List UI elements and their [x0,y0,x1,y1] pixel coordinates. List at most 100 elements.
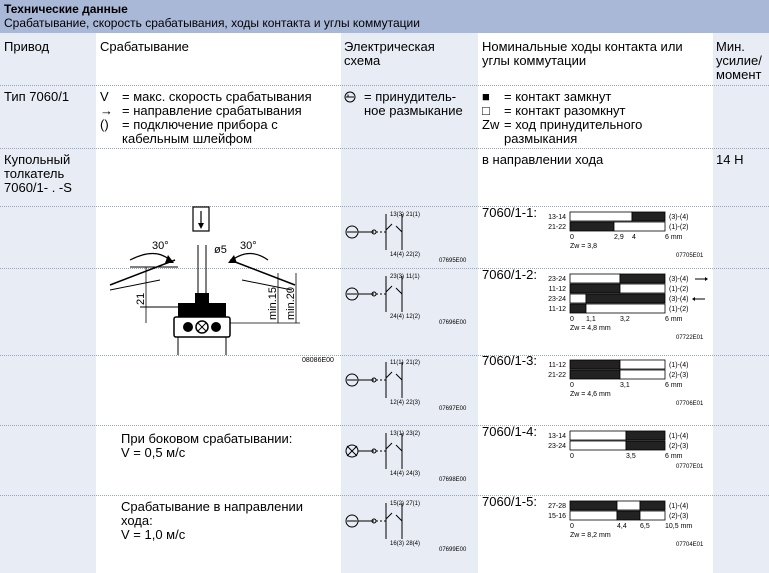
plunger-drawing: 30° 30° ø5 21 min.15 min.20 08086E00 [109,206,334,364]
divider [96,33,97,573]
closed-segment [639,500,666,511]
row-label: 15-16 [548,513,566,520]
terminal-label: 27(1) [406,501,420,507]
row-connection: (3)-(4) [669,214,688,221]
scheme-code: 07695E00 [439,258,467,264]
row-connection: (2)-(3) [669,513,688,520]
row-divider [0,355,769,356]
axis-tick: 6 mm [665,453,683,460]
switch-scheme: 23(3)11(1)24(4)12(2)07696E00 [345,274,467,326]
closed-segment [616,510,641,521]
axis-tick: 3,5 [626,453,636,460]
terminal-label: 21(1) [406,212,420,218]
open-segment [619,283,666,294]
terminal-label: 28(4) [406,541,420,547]
axis-tick: 0 [570,316,574,323]
row-connection: (3)-(4) [669,276,688,283]
zw-value: Zw = 8,2 mm [570,532,611,539]
legend-list: V= макс. скорость срабатывания →= направ… [100,90,312,146]
row-connection: (1)-(4) [669,503,688,510]
axis-tick: 0 [570,382,574,389]
axis-tick: 0 [570,523,574,530]
terminal-label: 14(4) [390,471,404,477]
row-connection: (1)-(4) [669,433,688,440]
svg-text:min.20: min.20 [285,287,297,320]
force-value: 14 H [716,152,744,167]
row-label: 13-14 [548,214,566,221]
stroke-legend: ■= контакт замкнут □= контакт разомкнут … [482,90,642,146]
scheme-code: 07696E00 [439,320,467,326]
svg-text:30°: 30° [240,240,257,252]
row-label: 21-22 [548,372,566,379]
row-divider [0,425,769,426]
chart-code: 07707E01 [676,464,704,470]
axis-tick: 1,1 [586,316,596,323]
row-connection: (3)-(4) [669,296,688,303]
terminal-label: 15(2) [390,501,404,507]
closed-segment [625,440,666,451]
switch-scheme: 13(3)21(1)14(4)22(2)07695E00 [345,212,467,264]
row-divider [0,495,769,496]
row-label: 23-24 [548,276,566,283]
terminal-label: 13(1) [390,431,404,437]
open-segment [569,510,618,521]
row-label: 27-28 [548,503,566,510]
row-connection: (1)-(2) [669,306,688,313]
scheme-code: 07697E00 [439,406,467,412]
open-segment [619,359,666,370]
row-label: 11-12 [549,306,566,313]
terminal-label: 24(4) [390,314,404,320]
terminal-label: 22(2) [406,252,420,258]
col-header-actuation: Срабатывание [100,39,189,54]
open-segment [585,303,666,314]
column-bg-force [712,33,769,573]
row-label: 11-12 [549,286,566,293]
variant-label: 7060/1-2: [482,267,537,282]
closed-segment [631,211,666,222]
closed-segment [625,430,666,441]
arrow-right-icon [705,277,708,281]
arrow-left-icon [692,297,695,301]
svg-text:08086E00: 08086E00 [302,357,334,364]
terminal-label: 11(1) [406,274,420,280]
divider [340,33,341,573]
open-segment [616,500,641,511]
divider [712,33,713,573]
legend-item: →= направление срабатывания [100,103,302,118]
terminal-label: 23(2) [406,431,420,437]
terminal-label: 22(3) [406,400,420,406]
variant-label: 7060/1-3: [482,353,537,368]
closed-segment [585,293,666,304]
forced-opening-icon [344,91,356,103]
side-actuation-note: При боковом срабатывании:V = 0,5 м/с [121,431,293,460]
row-label: 23-24 [548,443,566,450]
axis-tick: 0 [570,453,574,460]
stroke-legend-item: □= контакт разомкнут [482,103,626,118]
row-divider [0,268,769,269]
axis-tick: 6,5 [640,523,650,530]
legend-item: кабельным шлейфом [122,131,253,146]
row-connection: (2)-(3) [669,443,688,450]
variant-label: 7060/1-4: [482,424,537,439]
svg-text:30°: 30° [152,240,169,252]
axis-tick: 4,4 [617,523,627,530]
axis-tick: 6 mm [665,382,683,389]
section-subtitle: Срабатывание, скорость срабатывания, ход… [4,16,420,30]
row-connection: (2)-(3) [669,372,688,379]
axis-tick: 6 mm [665,234,683,241]
variant-label: 7060/1-1: [482,205,537,220]
switch-scheme: 15(2)27(1)16(3)28(4)07699E00 [345,501,467,553]
terminal-label: 11(1) [390,360,404,366]
svg-text:21: 21 [135,293,147,305]
forced-opening-text: = принудитель-ное размыкание [364,89,463,118]
type-label: Тип 7060/1 [4,89,70,104]
axis-tick: 4 [632,234,636,241]
axis-tick: 3,1 [620,382,630,389]
row-divider [0,85,769,86]
